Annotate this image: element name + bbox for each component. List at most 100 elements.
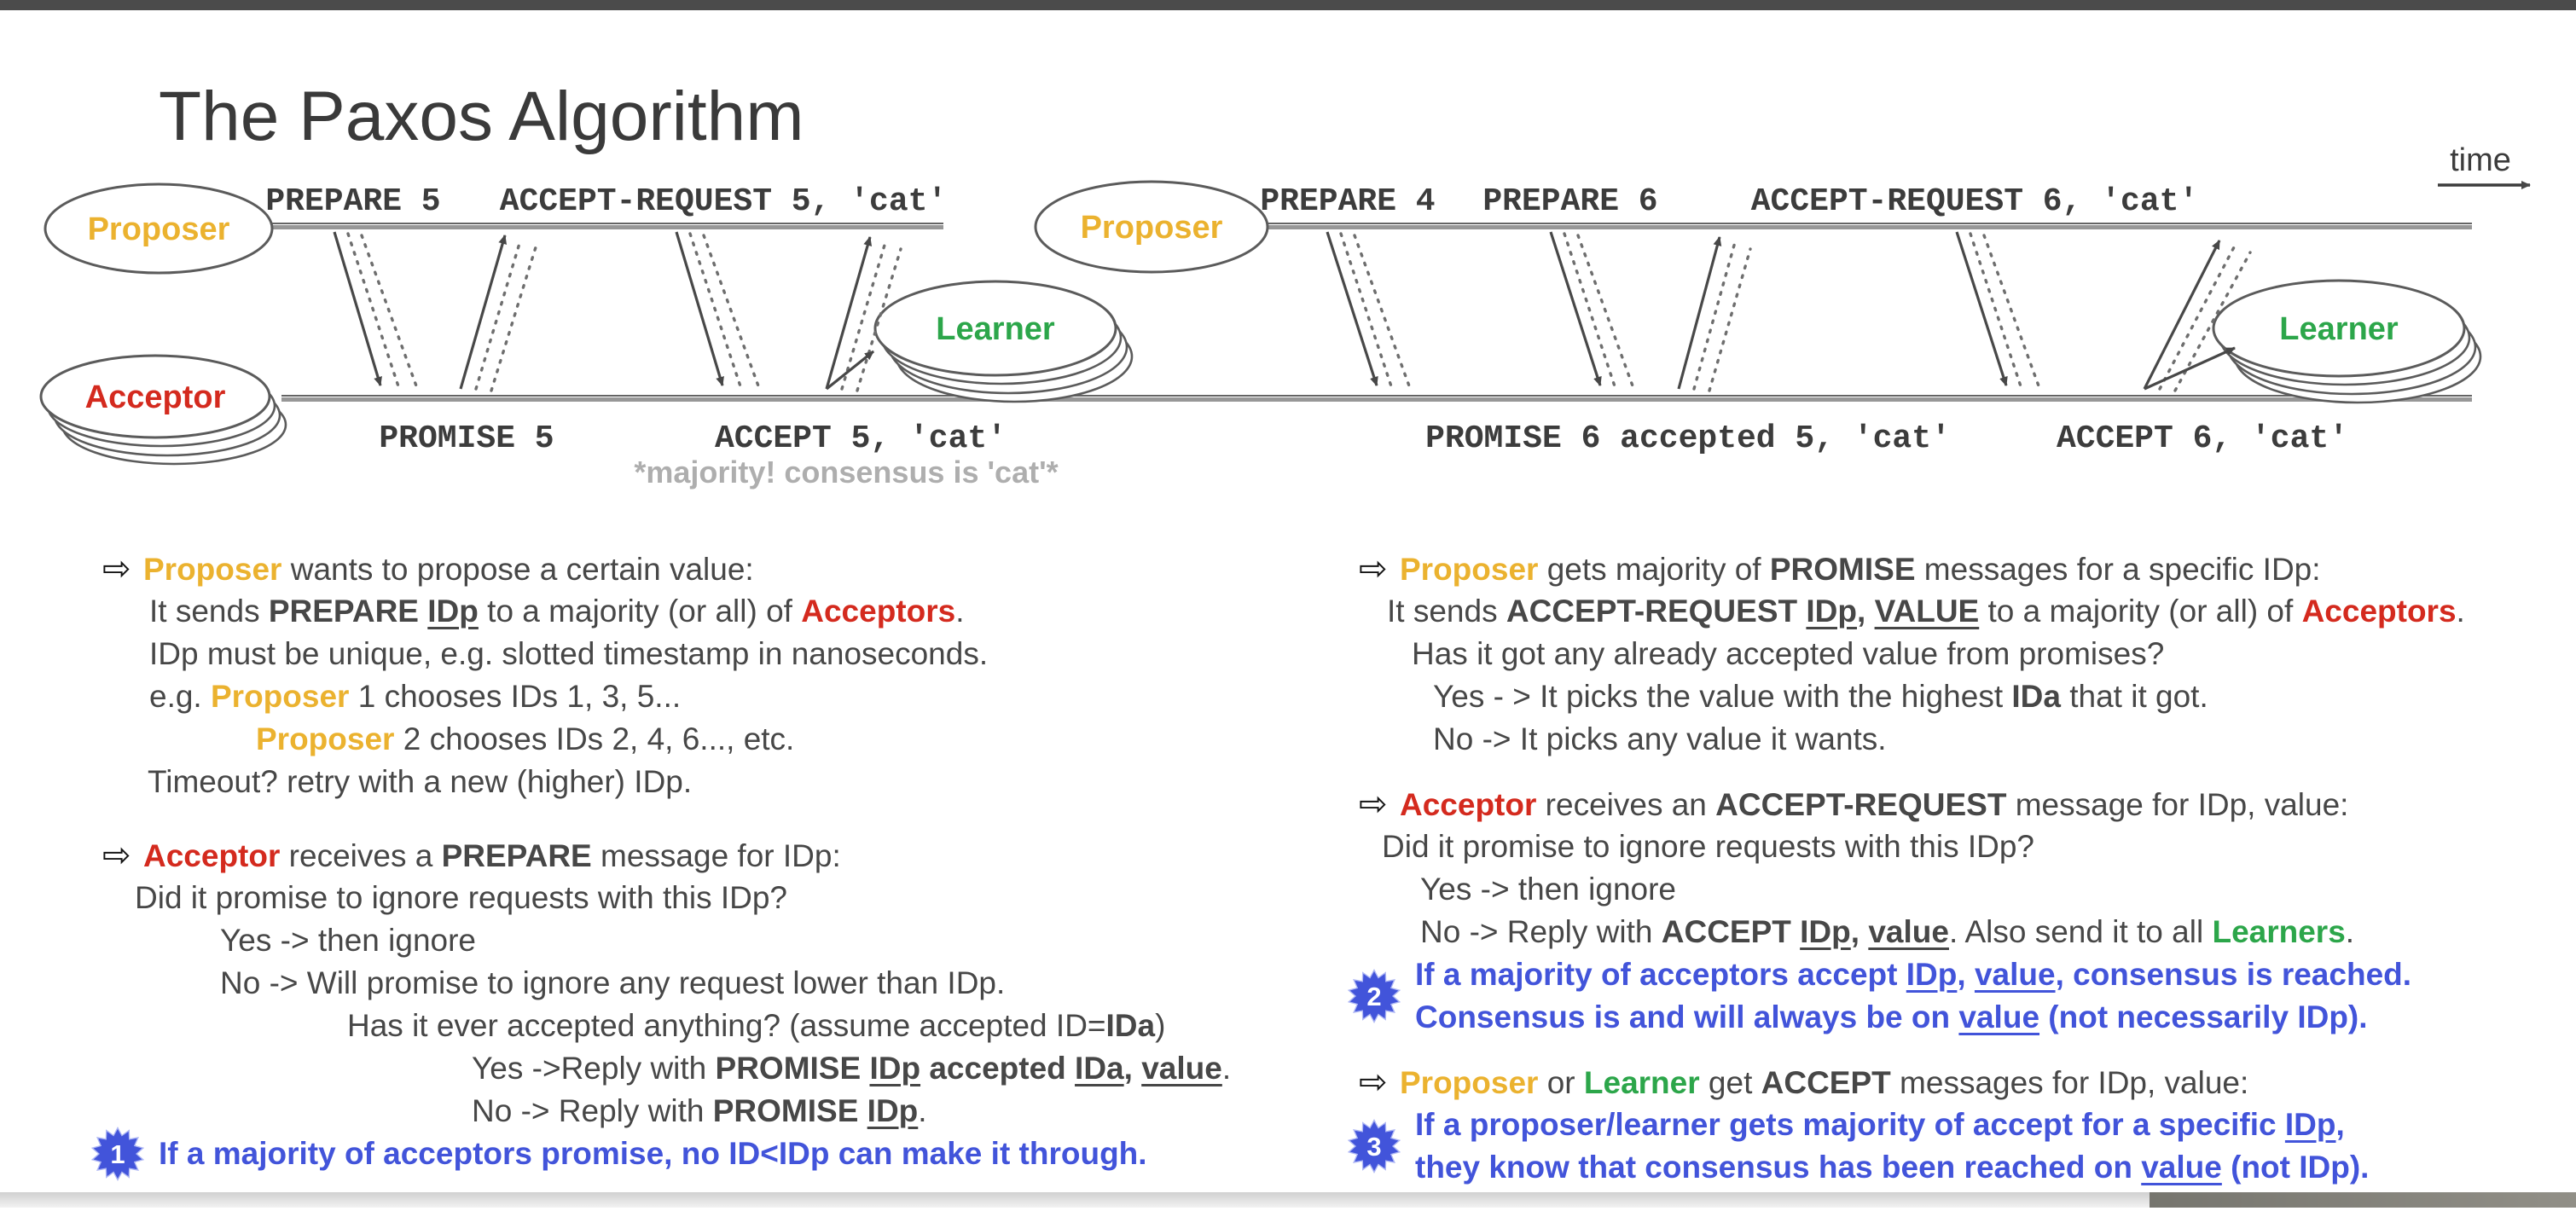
proposer-label: Proposer (1081, 210, 1223, 246)
page-title: The Paxos Algorithm (159, 77, 804, 155)
msg-label-promise-6: PROMISE 6 accepted 5, 'cat' (1425, 420, 1951, 457)
proposer-timeline-right (1268, 223, 2472, 229)
text-block: ⇨Acceptor receives a PREPARE message for… (90, 834, 1322, 1181)
text-line: Did it promise to ignore requests with t… (102, 877, 1322, 919)
text-segment: VALUE (1874, 594, 1980, 629)
text-segment: ACCEPT-REQUEST (1715, 787, 2007, 822)
acceptor-node-stack: Acceptor (39, 354, 287, 466)
text-line: Consensus is and will always be on value… (1415, 996, 2411, 1039)
text-segment: they know that consensus has been reache… (1415, 1150, 2142, 1185)
text-line: ⇨Acceptor receives an ACCEPT-REQUEST mes… (1359, 783, 2576, 826)
msg-label-accept-5: ACCEPT 5, 'cat' (715, 420, 1007, 457)
bullet-arrow-icon: ⇨ (102, 550, 131, 588)
text-segment: IDp (869, 1051, 921, 1086)
text-segment: Did it promise to ignore requests with t… (135, 880, 788, 915)
text-line: Yes -> then ignore (102, 919, 1322, 962)
badge-starburst-icon: 2 (1347, 969, 1401, 1023)
text-segment: 1 chooses IDs 1, 3, 5... (349, 679, 682, 714)
text-segment: value (2141, 1150, 2222, 1185)
text-segment: , consensus is reached. (2055, 957, 2412, 992)
text-segment: If a proposer/learner gets majority of a… (1415, 1107, 2285, 1142)
text-segment: If a majority of acceptors promise, no I… (159, 1136, 1147, 1171)
text-segment: wants to propose a certain value: (281, 552, 754, 587)
text-line: e.g. Proposer 1 chooses IDs 1, 3, 5... (102, 675, 1322, 718)
learner-label: Learner (2279, 311, 2399, 347)
bullet-arrow-icon: ⇨ (102, 837, 131, 874)
badge-starburst-icon: 1 (90, 1127, 145, 1181)
text-segment: PROMISE (1769, 552, 1916, 587)
text-segment: gets majority of (1538, 552, 1770, 587)
text-segment: Proposer (211, 679, 350, 714)
badge-starburst-icon: 3 (1347, 1119, 1401, 1173)
text-line: No -> Reply with ACCEPT IDp, value. Also… (1359, 911, 2576, 953)
proposer-label: Proposer (88, 211, 230, 247)
text-segment: IDp (1906, 957, 1958, 992)
text-segment: . (2345, 914, 2355, 949)
text-segment: ) (1155, 1008, 1166, 1043)
text-segment: PREPARE (441, 838, 592, 873)
time-axis-label: time (2450, 142, 2511, 178)
text-segment: IDp (867, 1093, 919, 1128)
text-line: they know that consensus has been reache… (1415, 1146, 2369, 1189)
text-segment: , (1957, 957, 1975, 992)
text-segment: Did it promise to ignore requests with t… (1382, 829, 2035, 864)
majority-consensus-note: *majority! consensus is 'cat'* (634, 455, 1058, 490)
text-segment: message for IDp: (591, 838, 841, 873)
text-segment: Acceptor (143, 838, 281, 873)
bullet-arrow-icon: ⇨ (1359, 1063, 1388, 1101)
text-line: Has it ever accepted anything? (assume a… (102, 1005, 1322, 1047)
text-segment: It sends (1387, 594, 1506, 629)
learner-node-stack-left: Learner (873, 280, 1134, 403)
right-text-column: ⇨ Proposer gets majority of PROMISE messa… (1347, 548, 2576, 1211)
text-segment: No -> Will promise to ignore any request… (220, 965, 1006, 1000)
text-segment: ACCEPT (1661, 914, 1801, 949)
badge-note-text: If a majority of acceptors promise, no I… (159, 1133, 1147, 1175)
text-line: Did it promise to ignore requests with t… (1359, 826, 2576, 868)
text-segment: get (1699, 1065, 1761, 1100)
message-arrows-right (1326, 231, 2252, 392)
text-segment: No -> It picks any value it wants. (1433, 721, 1887, 756)
text-line: If a majority of acceptors accept IDp, v… (1415, 953, 2411, 996)
numbered-note-badge: 3 If a proposer/learner gets majority of … (1347, 1104, 2576, 1189)
text-segment: IDp (1806, 594, 1858, 629)
text-segment: No -> Reply with (472, 1093, 713, 1128)
text-segment: . (2456, 594, 2465, 629)
text-line: Yes -> then ignore (1359, 868, 2576, 911)
msg-label-promise-5: PROMISE 5 (379, 420, 554, 457)
numbered-note-badge: 2 If a majority of acceptors accept IDp, … (1347, 953, 2576, 1039)
text-segment: messages for a specific IDp: (1915, 552, 2321, 587)
text-line: Yes - > It picks the value with the high… (1359, 675, 2576, 718)
text-segment: It sends (149, 594, 269, 629)
text-segment: . (955, 594, 965, 629)
svg-text:2: 2 (1366, 982, 1381, 1011)
text-line: No -> Reply with PROMISE IDp. (102, 1090, 1322, 1133)
acceptor-timeline (281, 395, 2472, 402)
text-segment: value (1974, 957, 2056, 992)
msg-label-accept-request-5: ACCEPT-REQUEST 5, 'cat' (500, 183, 948, 220)
window-top-bar (0, 0, 2576, 10)
badge-note-text: If a majority of acceptors accept IDp, v… (1415, 953, 2411, 1039)
msg-label-prepare-5: PREPARE 5 (265, 183, 440, 220)
text-segment: ACCEPT-REQUEST (1506, 594, 1807, 629)
text-segment: , (2335, 1107, 2345, 1142)
paxos-timeline-diagram: time Proposer Acceptor Learner Proposer … (39, 142, 2531, 490)
text-line: If a proposer/learner gets majority of a… (1415, 1104, 2369, 1146)
text-segment: Has it got any already accepted value fr… (1412, 636, 2165, 671)
text-segment: Proposer (1400, 1065, 1539, 1100)
text-segment: receives an (1536, 787, 1716, 822)
text-segment: value (1141, 1051, 1222, 1086)
acceptor-label: Acceptor (85, 380, 226, 415)
text-segment: value (1868, 914, 1949, 949)
text-line: Timeout? retry with a new (higher) IDp. (102, 761, 1322, 803)
text-segment: message for IDp, value: (2006, 787, 2349, 822)
text-segment: Learner (1583, 1065, 1700, 1100)
text-line: Proposer 2 chooses IDs 2, 4, 6..., etc. (102, 718, 1322, 761)
text-segment: Learners (2212, 914, 2346, 949)
text-segment: Proposer (1400, 552, 1539, 587)
msg-label-accept-request-6: ACCEPT-REQUEST 6, 'cat' (1751, 183, 2199, 220)
text-segment: that it got. (2060, 679, 2208, 714)
text-segment: (not IDp). (2221, 1150, 2370, 1185)
slide-bottom-edge-strip (0, 1192, 2576, 1208)
text-segment: , (1123, 1051, 1142, 1086)
text-segment: Proposer (256, 721, 395, 756)
